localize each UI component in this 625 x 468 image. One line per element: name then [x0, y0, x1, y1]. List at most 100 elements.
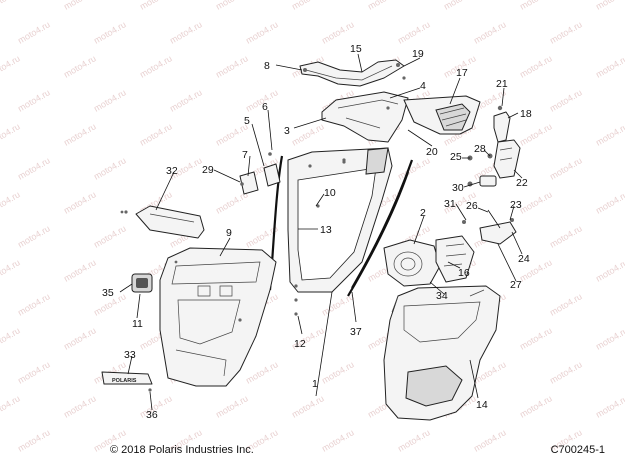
callout-labels: 1 2 3 4 5 6 7 8 9 10 11 12 13 14 15 16 1…: [102, 43, 532, 421]
callout-9: 9: [226, 227, 232, 239]
watermark-text: moto4.ru: [548, 223, 584, 249]
part-17-storage-pocket: [403, 95, 481, 135]
watermark-text: moto4.ru: [138, 121, 174, 147]
callout-28: 28: [474, 143, 486, 155]
part-16-speaker-assembly: [383, 235, 475, 287]
callout-25: 25: [450, 151, 462, 163]
watermark-text: moto4.ru: [62, 189, 98, 215]
watermark-text: moto4.ru: [92, 87, 128, 113]
part-11-door-handle: [131, 273, 153, 293]
watermark-text: moto4.ru: [16, 87, 52, 113]
callout-8: 8: [264, 60, 270, 72]
watermark-text: moto4.ru: [16, 155, 52, 181]
watermark-text: moto4.ru: [594, 257, 625, 283]
watermark-text: moto4.ru: [0, 0, 22, 12]
watermark-text: moto4.ru: [320, 291, 356, 317]
watermark-text: moto4.ru: [62, 257, 98, 283]
watermark-text: moto4.ru: [138, 0, 174, 12]
callout-7: 7: [242, 149, 248, 161]
watermark-text: moto4.ru: [548, 291, 584, 317]
watermark-text: moto4.ru: [92, 223, 128, 249]
callout-6: 6: [262, 101, 268, 113]
watermark-text: moto4.ru: [396, 19, 432, 45]
part-32-handle-trim: [124, 205, 205, 239]
watermark-text: moto4.ru: [594, 53, 625, 79]
decal-text: POLARIS: [112, 378, 137, 384]
watermark-text: moto4.ru: [594, 325, 625, 351]
watermark-text: moto4.ru: [320, 359, 356, 385]
watermark-text: moto4.ru: [518, 121, 554, 147]
watermark-text: moto4.ru: [168, 19, 204, 45]
callout-13: 13: [320, 224, 332, 236]
callout-17: 17: [456, 67, 468, 79]
callout-4: 4: [420, 80, 426, 92]
watermark-text: moto4.ru: [290, 0, 326, 12]
watermark-text: moto4.ru: [472, 19, 508, 45]
watermark-text: moto4.ru: [62, 0, 98, 12]
watermark-text: moto4.ru: [548, 359, 584, 385]
callout-34: 34: [436, 290, 448, 302]
part-18-latch: [493, 105, 511, 143]
diagram-code: C700245-1: [550, 444, 605, 456]
callout-21: 21: [496, 78, 508, 90]
watermark-text: moto4.ru: [16, 427, 52, 453]
callout-11: 11: [132, 318, 143, 330]
watermark-text: moto4.ru: [320, 427, 356, 453]
callout-33: 33: [124, 349, 136, 361]
part-10-door-frame: [287, 147, 393, 293]
watermark-text: moto4.ru: [244, 359, 280, 385]
callout-19: 19: [412, 48, 424, 60]
watermark-text: moto4.ru: [548, 19, 584, 45]
callout-23: 23: [510, 199, 522, 211]
part-24-rear-latch: [462, 209, 517, 245]
callout-30: 30: [452, 182, 464, 194]
callout-1: 1: [312, 378, 318, 390]
callout-31: 31: [444, 198, 456, 210]
part-7-hinge: [239, 152, 281, 195]
watermark-text: moto4.ru: [138, 53, 174, 79]
callout-10: 10: [324, 187, 336, 199]
leader-lines: [119, 53, 523, 411]
callout-37: 37: [350, 326, 362, 338]
callout-36: 36: [146, 409, 158, 421]
watermark-text: moto4.ru: [62, 325, 98, 351]
part-14-rear-panel: [383, 285, 501, 421]
watermark-text: moto4.ru: [92, 19, 128, 45]
callout-35: 35: [102, 287, 114, 299]
watermark-text: moto4.ru: [0, 393, 22, 419]
watermark-text: moto4.ru: [62, 121, 98, 147]
watermark-text: moto4.ru: [0, 121, 22, 147]
part-37-rear-seal-inner: [347, 171, 410, 297]
watermark-text: moto4.ru: [442, 0, 478, 12]
watermark-text: moto4.ru: [518, 53, 554, 79]
watermark-text: moto4.ru: [366, 0, 402, 12]
watermark-text: moto4.ru: [518, 0, 554, 12]
watermark-text: moto4.ru: [594, 393, 625, 419]
watermark-text: moto4.ru: [594, 189, 625, 215]
watermark-text: moto4.ru: [244, 19, 280, 45]
callout-3: 3: [284, 125, 290, 137]
callout-27: 27: [510, 279, 522, 291]
callout-26: 26: [466, 200, 478, 212]
callout-29: 29: [202, 164, 214, 176]
watermark-text: moto4.ru: [0, 53, 22, 79]
watermark-text: moto4.ru: [0, 189, 22, 215]
watermark-text: moto4.ru: [16, 291, 52, 317]
callout-2: 2: [420, 207, 426, 219]
hardware-fasteners: [120, 76, 406, 316]
callout-14: 14: [476, 399, 488, 411]
callout-5: 5: [244, 115, 250, 127]
callout-16: 16: [458, 267, 470, 279]
watermark-text: moto4.ru: [518, 189, 554, 215]
watermark-text: moto4.ru: [548, 155, 584, 181]
watermark-text: moto4.ru: [290, 121, 326, 147]
watermark-text: moto4.ru: [0, 325, 22, 351]
callout-22: 22: [516, 177, 528, 189]
watermark-text: moto4.ru: [594, 0, 625, 12]
watermark-text: moto4.ru: [214, 53, 250, 79]
watermark-text: moto4.ru: [396, 155, 432, 181]
callout-15: 15: [350, 43, 362, 55]
part-15-upper-bracket: [299, 59, 405, 87]
